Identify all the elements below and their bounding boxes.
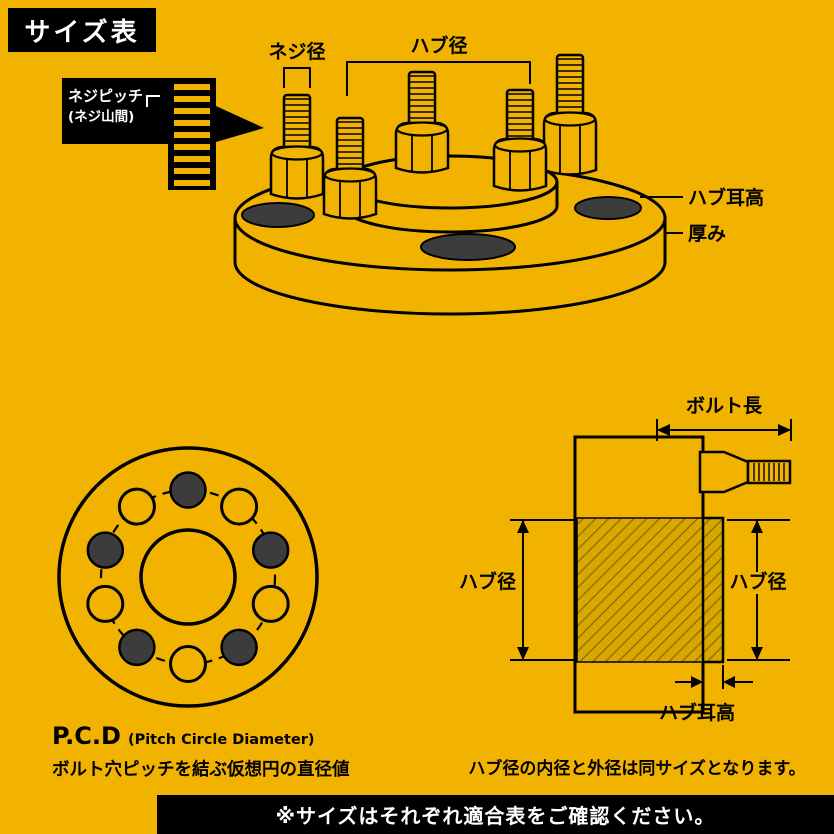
wheel-stud — [269, 93, 325, 200]
screw-pitch-callout — [62, 78, 264, 190]
wheel-stud — [542, 53, 598, 176]
side-view-diagram — [510, 419, 792, 714]
pcd-title-sub: (Pitch Circle Diameter) — [127, 732, 315, 748]
bolt-hole-open — [86, 584, 125, 623]
pcd-title-main: P.C.D — [52, 722, 121, 750]
wheel-stud — [492, 88, 548, 192]
pitch-mark — [146, 95, 160, 107]
bolt-hole-dark — [86, 531, 125, 569]
lug-bolt — [698, 450, 792, 494]
bolt-length-label: ボルト長 — [685, 395, 762, 417]
center-bore-circle — [139, 528, 237, 626]
spacer-perspective-diagram — [62, 53, 683, 316]
hub-diameter-label-right: ハブ径 — [725, 571, 791, 594]
bolt-hole-dark — [251, 531, 290, 569]
footer-note-bar: ※サイズはそれぞれ適合表をご確認ください。 — [157, 795, 834, 834]
wheel-stud — [322, 116, 378, 220]
hub-diameter-dimension-left — [510, 519, 575, 661]
hub-diameter-label-left: ハブ径 — [458, 571, 516, 593]
bolt-hole-dark — [118, 628, 156, 667]
screw-pitch-label-line2: (ネジ山間) — [68, 109, 135, 125]
pcd-caption: ボルト穴ピッチを結ぶ仮想円の直径値 — [52, 760, 350, 780]
hub-lip-section — [701, 516, 725, 664]
bolt-hole-dark — [220, 628, 258, 667]
screw-diameter-bracket — [283, 67, 311, 88]
hub-diameter-label-top: ハブ径 — [410, 35, 468, 57]
hub-diameter-bracket — [346, 61, 531, 96]
hub-lip-height-label-bottom: ハブ耳高 — [658, 702, 735, 724]
screw-diameter-label: ネジ径 — [268, 41, 326, 63]
thickness-label: 厚み — [688, 223, 727, 245]
screw-pitch-label: ネジピッチ (ネジ山間) — [68, 86, 170, 128]
size-table-badge: サイズ表 — [8, 8, 156, 52]
bolt-hole-open — [117, 487, 156, 526]
hub-diameter-note: ハブ径の内径と外径は同サイズとなります。 — [468, 759, 806, 779]
hub-lip-dimension — [675, 665, 753, 689]
bolt-hole-open — [251, 584, 290, 623]
pcd-bolt-holes — [86, 471, 290, 683]
wheel-stud — [394, 70, 450, 174]
hub-lip-height-label-top: ハブ耳高 — [688, 187, 765, 209]
screw-pitch-label-line1: ネジピッチ — [68, 87, 144, 105]
pcd-title: P.C.D (Pitch Circle Diameter) — [52, 722, 315, 750]
pcd-diagram — [57, 446, 319, 708]
pointer-arrow-icon — [216, 106, 264, 142]
bolt-hole-open — [220, 487, 259, 526]
bolt-hole-dark — [169, 471, 207, 509]
bolt-hole-open — [169, 645, 207, 683]
through-holes — [241, 196, 642, 261]
hub-bore-section — [576, 517, 704, 663]
bolt-length-dimension — [656, 419, 792, 441]
